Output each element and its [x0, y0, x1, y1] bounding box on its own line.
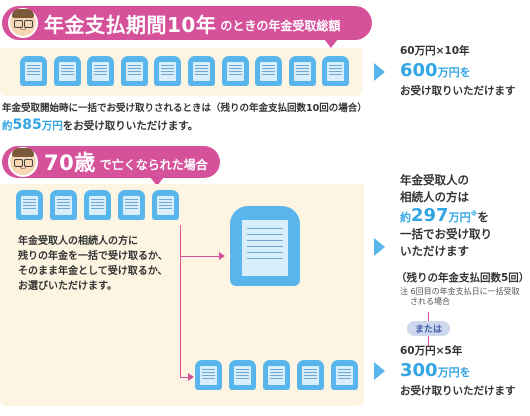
- section1-lumpsum-unit: 万円: [41, 120, 63, 132]
- pension-document-icon-remaining-3: [84, 190, 111, 220]
- section2-lumpsum-block: 年金受取人の 相続人の方は 約297万円※を 一括でお受け取り いただけます: [400, 172, 492, 260]
- section2-lumpsum-suffix: を: [477, 209, 489, 224]
- section1-arrow-icon: [374, 63, 385, 81]
- pension-document-icon-section1-4: [120, 56, 148, 86]
- pension-document-icon-section1-1: [20, 56, 47, 86]
- connector-line: [180, 225, 181, 378]
- section1-title: 年金支払期間10年 のときの年金受取総額: [2, 6, 372, 40]
- section2-lumpsum-line1: 年金受取人の: [400, 173, 469, 187]
- section2-lumpsum-line5: いただけます: [400, 243, 469, 258]
- section1-lumpsum-amount-line: 約585万円をお受け取りいただけます。: [2, 118, 198, 133]
- pension-document-icon-installment-5: [331, 360, 358, 390]
- pension-document-icon-installment-4: [297, 360, 324, 390]
- section2-footnote-line1: 6回目の年金支払日に一括受取: [410, 287, 520, 296]
- section2-lumpsum-unit: 万円: [448, 210, 471, 224]
- section2-title-pointer: [150, 177, 164, 186]
- section2-annuity-unit: 万円を: [437, 366, 471, 379]
- section1-result-amount-line: 600万円を: [400, 60, 471, 81]
- pension-document-icon-section1-7: [221, 56, 249, 86]
- pension-document-icon-remaining-1: [16, 190, 43, 220]
- section2-annuity-arrow-icon: [374, 362, 385, 380]
- connector-arrowhead-icon: [188, 373, 194, 381]
- pension-document-icon-remaining-4: [118, 190, 145, 220]
- section2-body-line4: お選びいただけます。: [18, 281, 117, 292]
- section1-result-text: お受け取りいただけます: [400, 85, 516, 97]
- section2-title: 70歳 で亡くなられた場合: [2, 146, 220, 178]
- section2-annuity-text: お受け取りいただけます: [400, 385, 516, 397]
- section1-title-sub: のときの年金受取総額: [220, 19, 341, 33]
- pension-document-icon-remaining-2: [50, 190, 77, 220]
- pension-document-icon-section1-10: [322, 56, 350, 86]
- pension-document-icon-installment-2: [229, 360, 256, 390]
- connector-line: [180, 377, 190, 378]
- section2-lumpsum-line4: 一括でお受け取り: [400, 226, 492, 241]
- section2-body-line2: 残りの年金を一括で受け取るか、: [18, 251, 168, 262]
- section2-lumpsum-line2: 相続人の方は: [400, 190, 469, 204]
- pension-document-icon-section1-3: [87, 56, 115, 86]
- section1-result-amount: 600: [400, 60, 438, 81]
- section2-body-line3: そのまま年金として受け取るか、: [18, 266, 168, 277]
- section1-result-formula: 60万円×10年: [400, 45, 470, 57]
- section1-lumpsum-amount: 585: [12, 117, 42, 133]
- pension-document-icon-section1-8: [255, 56, 283, 86]
- section2-remaining-count: （残りの年金支払回数5回）: [396, 272, 530, 284]
- section2-lumpsum-asterisk: ※: [470, 210, 478, 218]
- connector-arrowhead-icon: [219, 252, 225, 260]
- person-avatar-icon: [8, 8, 38, 38]
- connector-line: [180, 256, 220, 257]
- section2-body-line1: 年金受取人の相続人の方に: [18, 236, 138, 247]
- section1-title-main: 年金支払期間10年: [44, 12, 217, 37]
- pension-document-icon-installment-3: [263, 360, 290, 390]
- section1-result-unit: 万円を: [437, 66, 471, 79]
- section2-title-age: 70歳: [44, 151, 96, 175]
- pension-document-icon-section1-9: [288, 56, 316, 86]
- section2-footnote: 注 6回目の年金支払日に一括受取 される場合: [400, 287, 520, 307]
- section2-lumpsum-prefix: 約: [400, 210, 411, 224]
- pension-document-icon-remaining-5: [152, 190, 179, 220]
- lumpsum-document-icon: [230, 206, 300, 286]
- pension-document-icon-installment-1: [195, 360, 222, 390]
- section2-lumpsum-amount-line: 約297万円※を: [400, 206, 492, 226]
- person-avatar-icon: [8, 147, 38, 177]
- section2-lumpsum-arrow-icon: [374, 238, 385, 256]
- or-badge: または: [407, 321, 451, 336]
- section2-lumpsum-amount: 297: [411, 204, 449, 226]
- section1-lumpsum-suffix: をお受け取りいただけます。: [62, 120, 199, 132]
- section2-annuity-amount: 300: [400, 360, 438, 381]
- section1-lumpsum-prefix: 約: [2, 120, 13, 132]
- section2-body-text: 年金受取人の相続人の方に 残りの年金を一括で受け取るか、 そのまま年金として受け…: [18, 234, 168, 294]
- pension-document-icon-section1-6: [188, 56, 215, 86]
- section2-annuity-formula: 60万円×5年: [400, 345, 463, 357]
- section2-footnote-line2: される場合: [410, 297, 450, 306]
- section1-title-pointer: [324, 39, 338, 48]
- pension-document-icon-section1-5: [154, 56, 182, 86]
- section2-title-sub: で亡くなられた場合: [99, 158, 208, 172]
- section2-annuity-amount-line: 300万円を: [400, 360, 471, 381]
- pension-document-icon-section1-2: [53, 56, 81, 86]
- section2-footnote-label: 注: [400, 287, 408, 296]
- section1-lumpsum-desc: 年金受取開始時に一括でお受け取りされるときは（残りの年金支払回数10回の場合）: [2, 103, 367, 114]
